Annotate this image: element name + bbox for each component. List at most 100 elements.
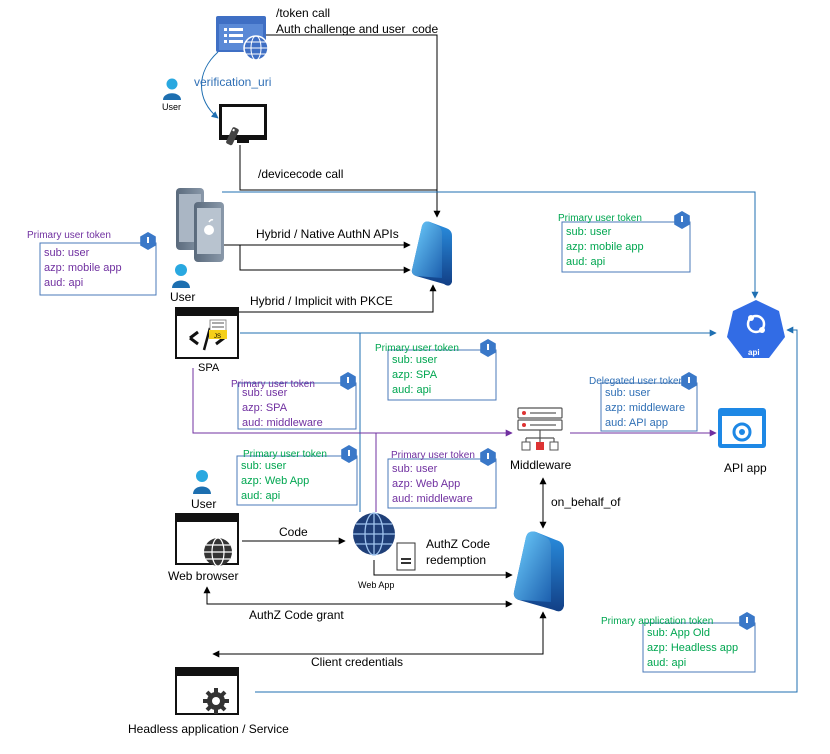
user-icon xyxy=(172,264,190,288)
token-claim: aud: api xyxy=(241,490,280,502)
tv-icon xyxy=(219,104,267,146)
token-badge-mark xyxy=(681,216,683,222)
token-badge-mark xyxy=(348,450,350,456)
token-claim: azp: SPA xyxy=(392,369,438,381)
code-label: Code xyxy=(279,525,308,539)
token-claim: sub: user xyxy=(242,387,288,399)
device-portal-icon xyxy=(216,16,269,61)
token-title: Primary user token xyxy=(231,379,315,390)
verification-uri-bracket xyxy=(201,51,219,119)
devicecode-label: /devicecode call xyxy=(258,167,343,181)
token-call-arrow xyxy=(255,34,441,218)
api-badge-label: api xyxy=(748,348,760,357)
web-browser-label: Web browser xyxy=(168,569,238,583)
verification-uri-label: verification_uri xyxy=(194,75,271,89)
token-box: Primary user token sub: user azp: mobile a… xyxy=(27,230,157,296)
token-title: Primary user token xyxy=(558,213,642,224)
devicecode-arrow xyxy=(239,145,437,191)
web-app-globe-icon xyxy=(353,512,395,556)
server-icon xyxy=(396,542,416,571)
headless-label: Headless application / Service xyxy=(128,722,289,736)
spa-window-icon xyxy=(175,307,239,359)
authz-redemption-label-1: AuthZ Code xyxy=(426,537,490,551)
token-box-border xyxy=(237,382,357,430)
entra-id-icon xyxy=(513,531,564,612)
api-app-label: API app xyxy=(724,461,767,475)
token-badge-mark xyxy=(487,453,489,459)
mobile-native-arrow xyxy=(222,244,411,274)
api-icon xyxy=(727,300,785,358)
token-claim: aud: middleware xyxy=(242,417,323,429)
on-behalf-of-label: on_behalf_of xyxy=(551,495,621,509)
user-label: User xyxy=(170,290,195,304)
token-claim: aud: api xyxy=(44,277,83,289)
mobile-phones-icon xyxy=(176,188,224,262)
token-box-border xyxy=(600,382,698,432)
hybrid-native-label: Hybrid / Native AuthN APIs xyxy=(256,227,399,241)
token-claim: aud: middleware xyxy=(392,493,473,505)
token-claim: sub: user xyxy=(44,247,90,259)
user-label: User xyxy=(162,102,181,112)
token-title: Primary user token xyxy=(375,343,459,354)
user-label: User xyxy=(191,497,216,511)
authz-code-grant-arrow xyxy=(203,586,513,608)
token-title: Primary user token xyxy=(27,230,111,241)
token-box-border xyxy=(39,242,157,296)
token-claim: sub: user xyxy=(605,387,651,399)
token-claim: azp: Web App xyxy=(241,475,309,487)
token-badge-mark xyxy=(347,377,349,383)
token-claim: sub: App Old xyxy=(647,627,710,639)
token-claim: sub: user xyxy=(241,460,287,472)
user-icon xyxy=(193,470,211,494)
js-badge-label: JS xyxy=(214,334,221,340)
token-box-border xyxy=(387,349,497,401)
spa-to-middleware-arrow xyxy=(192,368,513,437)
token-title: Primary user token xyxy=(391,450,475,461)
token-claim: aud: api xyxy=(566,256,605,268)
token-badge-mark xyxy=(746,617,748,623)
authz-redemption-label-2: redemption xyxy=(426,553,486,567)
token-call-label: /token call xyxy=(276,6,330,20)
token-box-border xyxy=(642,622,756,673)
hybrid-implicit-label: Hybrid / Implicit with PKCE xyxy=(250,294,393,308)
token-claim: sub: user xyxy=(392,463,438,475)
connectors xyxy=(192,34,798,693)
token-box-border xyxy=(236,455,358,506)
authz-redemption-arrow xyxy=(373,560,513,579)
labels: /token call Auth challenge and user_code… xyxy=(128,6,767,736)
spa-label: SPA xyxy=(198,362,220,374)
token-box-border xyxy=(387,458,497,509)
headless-to-api-arrow xyxy=(255,326,798,693)
token-claim: sub: user xyxy=(566,226,612,238)
headless-app-icon xyxy=(175,667,239,715)
token-claim: azp: SPA xyxy=(242,402,288,414)
token-claim: azp: Web App xyxy=(392,478,460,490)
token-claim: azp: mobile app xyxy=(44,262,122,274)
authz-code-grant-label: AuthZ Code grant xyxy=(249,608,344,622)
mobile-to-api-arrow xyxy=(222,191,759,299)
token-box: Primary user token sub: user azp: Web App a… xyxy=(387,448,497,509)
auth-challenge-label: Auth challenge and user_code xyxy=(276,22,438,36)
web-browser-icon xyxy=(175,513,239,567)
token-claim: sub: user xyxy=(392,354,438,366)
token-title: Primary application token xyxy=(601,616,713,627)
token-badge-mark xyxy=(688,377,690,383)
client-credentials-label: Client credentials xyxy=(311,655,403,669)
token-claim: azp: middleware xyxy=(605,402,685,414)
token-title: Delegated user token xyxy=(589,376,684,387)
token-claim: aud: api xyxy=(647,657,686,669)
token-claim: aud: API app xyxy=(605,417,668,429)
middleware-icon xyxy=(517,407,563,451)
middleware-label: Middleware xyxy=(510,458,572,472)
api-app-icon xyxy=(718,408,766,448)
client-credentials-arrow xyxy=(212,611,547,658)
token-box-border xyxy=(561,221,691,273)
